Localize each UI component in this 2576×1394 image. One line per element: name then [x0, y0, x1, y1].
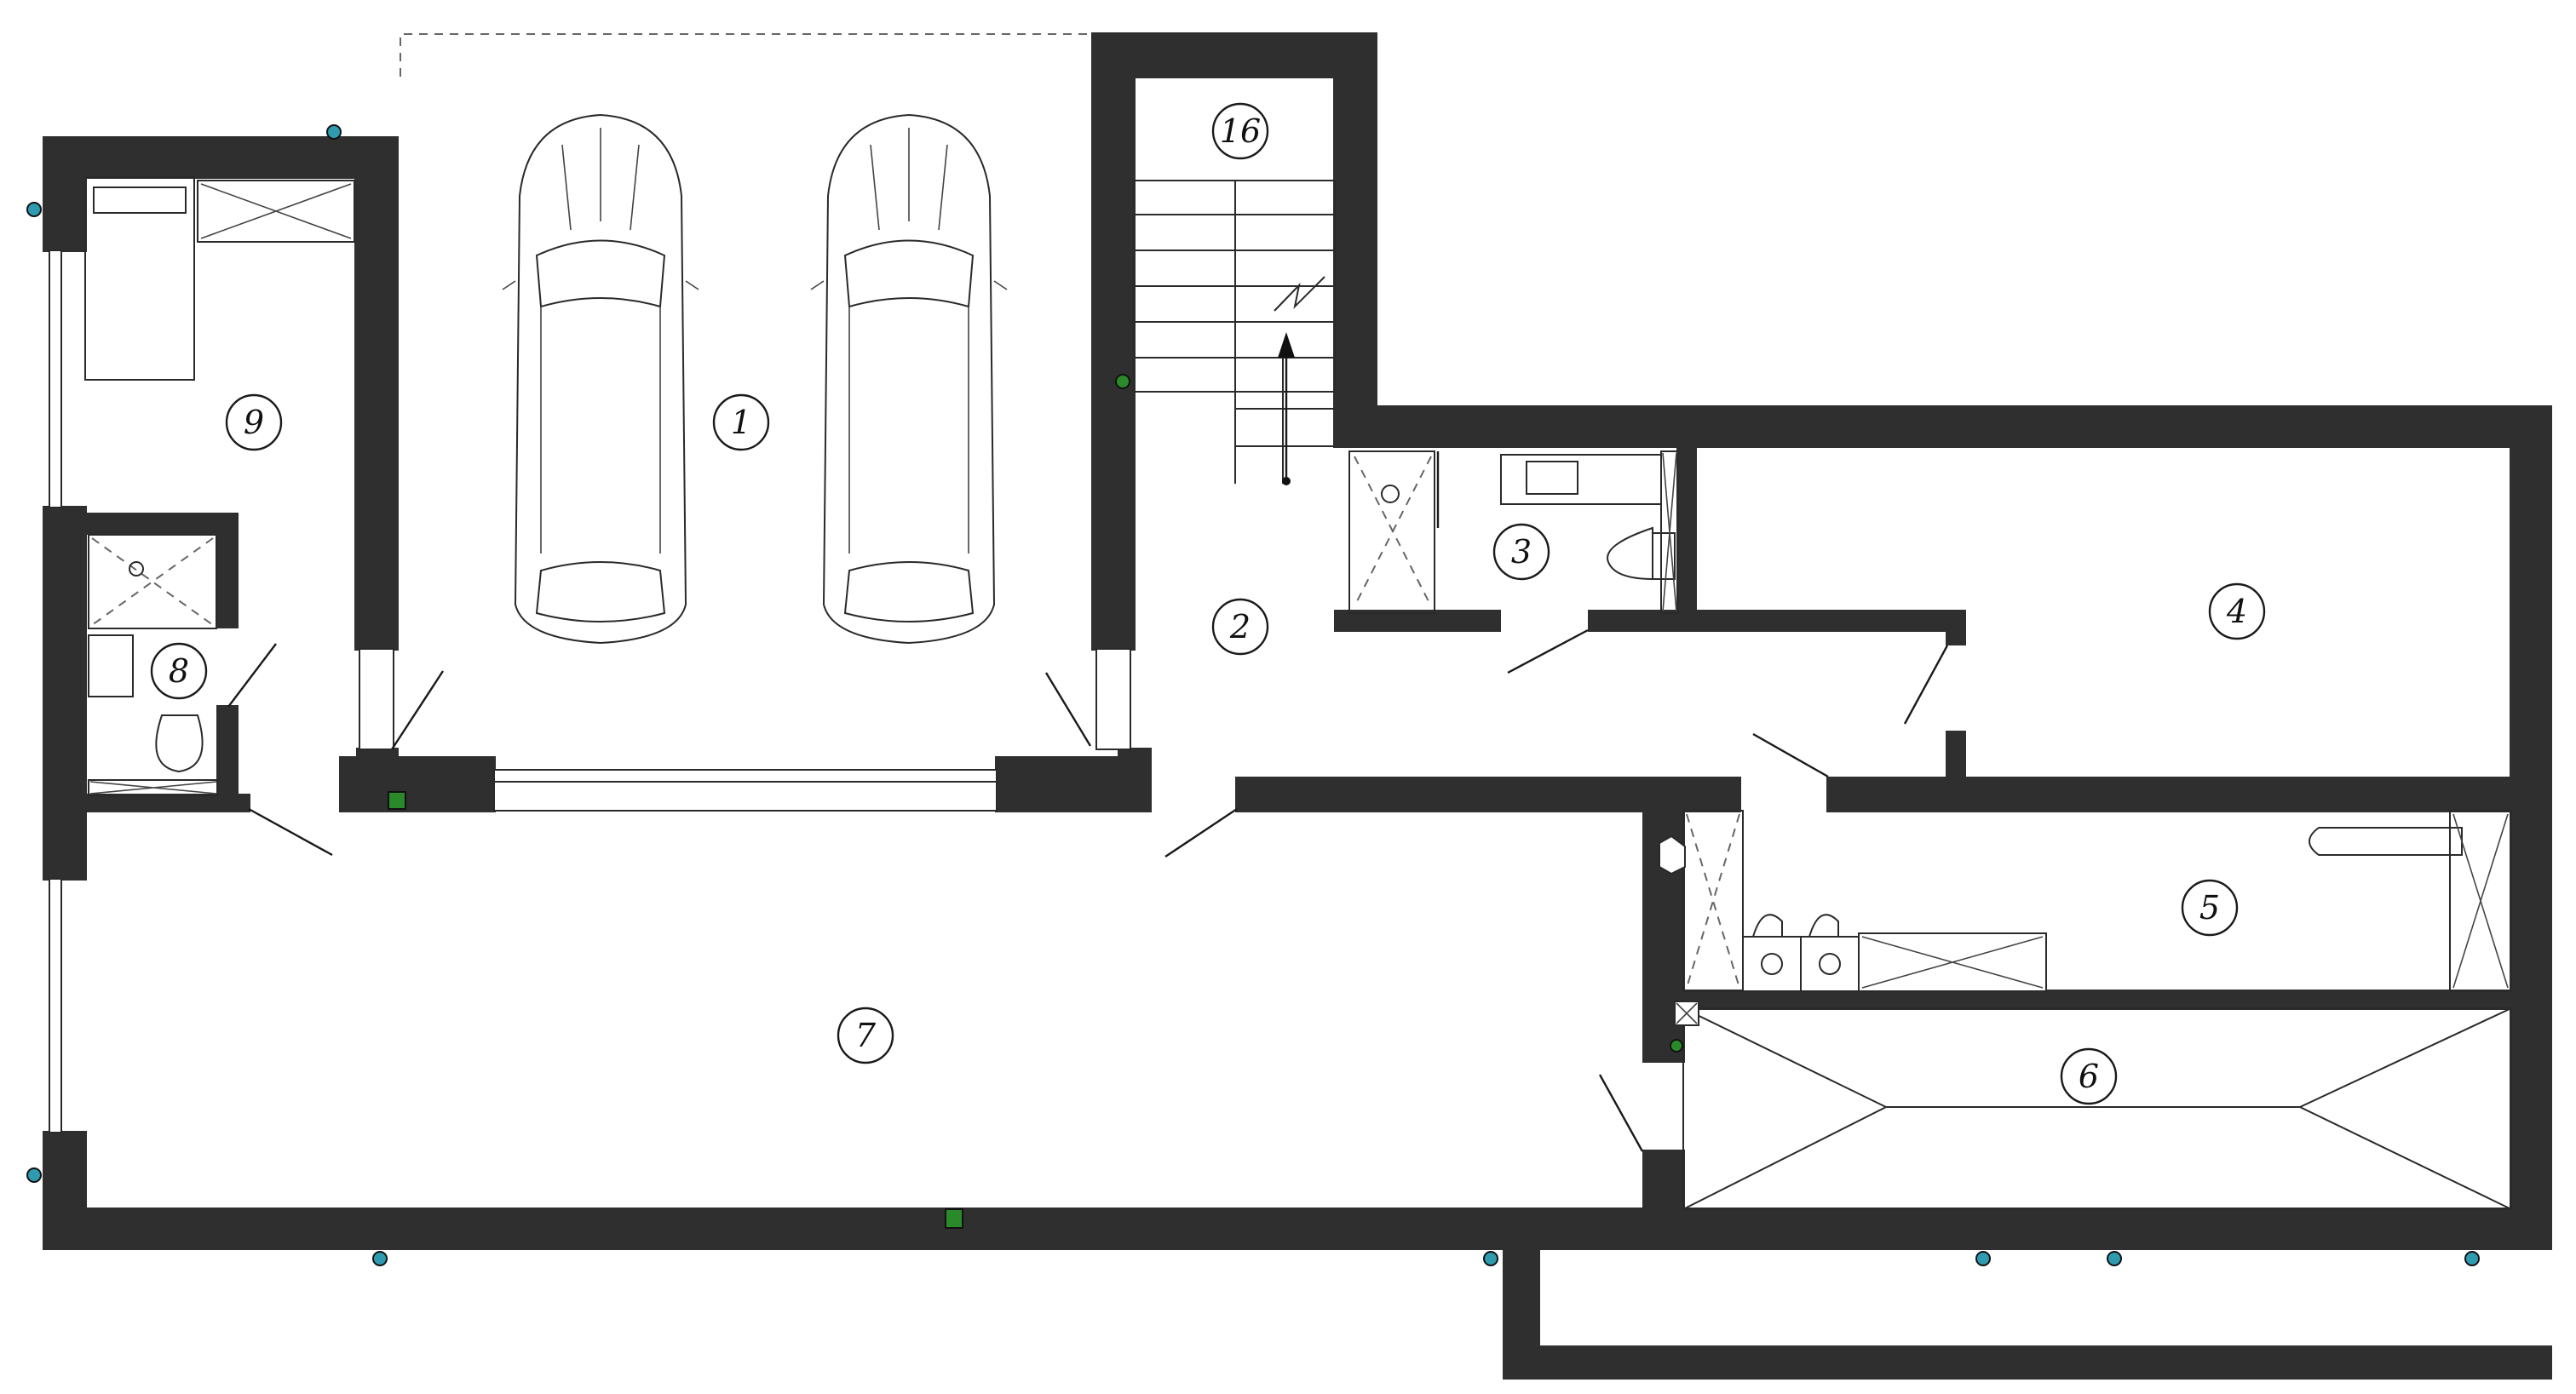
car-icon — [502, 113, 1008, 645]
room-number: 5 — [2199, 889, 2220, 926]
room-label-7: 7 — [837, 1007, 894, 1064]
room-label-5: 5 — [2181, 879, 2239, 937]
windows — [49, 250, 1131, 1133]
room-number: 9 — [244, 404, 264, 441]
room-label-9: 9 — [225, 393, 283, 451]
room-5-fixtures — [1659, 810, 2512, 992]
sink-icon — [88, 634, 134, 697]
room-label-16: 16 — [1211, 102, 1269, 160]
room-8-fixtures — [88, 534, 219, 796]
sink-icon — [1500, 454, 1662, 505]
room-3-fixtures — [1348, 450, 1679, 614]
room-number: 4 — [2226, 593, 2247, 630]
bed-icon — [84, 176, 355, 381]
garage-outline-dashed — [400, 33, 1095, 77]
room-number: 3 — [1511, 533, 1532, 571]
room-number: 8 — [169, 652, 189, 690]
room-label-2: 2 — [1211, 598, 1269, 656]
staircase-icon — [1133, 180, 1336, 485]
toilet-icon — [155, 714, 204, 773]
room-label-8: 8 — [150, 642, 208, 700]
room-number: 7 — [855, 1017, 877, 1054]
room-label-1: 1 — [712, 393, 770, 451]
room-number: 1 — [731, 404, 751, 441]
washing-machine-icon — [1742, 914, 1860, 992]
room-number: 2 — [1229, 608, 1251, 645]
sensors — [26, 124, 2480, 1266]
room-label-3: 3 — [1492, 523, 1550, 581]
room-label-6: 6 — [2060, 1047, 2118, 1105]
pool-icon — [1674, 1001, 2512, 1210]
toilet-icon — [1607, 526, 1676, 581]
room-number: 6 — [2079, 1058, 2099, 1095]
room-number: 16 — [1220, 112, 1261, 150]
doors — [227, 628, 1949, 1152]
walls — [43, 32, 2552, 1380]
shower-icon — [129, 561, 144, 577]
room-label-4: 4 — [2208, 582, 2266, 640]
